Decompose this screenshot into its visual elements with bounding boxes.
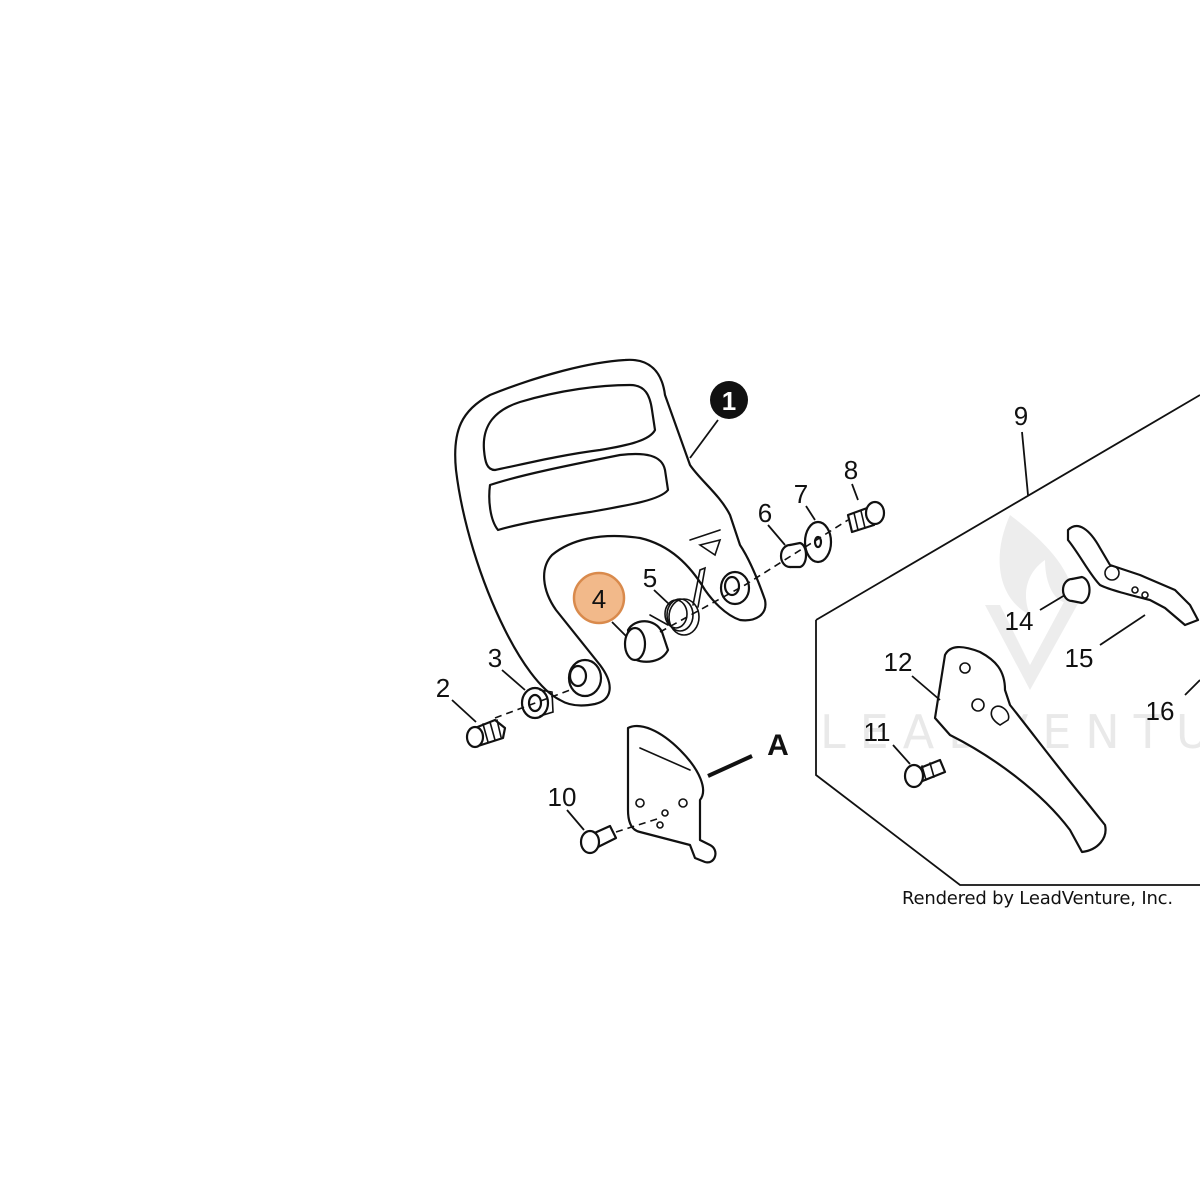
- callout-7[interactable]: 7: [794, 479, 808, 509]
- leader-3: [501, 669, 526, 691]
- bushing-part-14: [1061, 575, 1091, 605]
- chain-catcher-plate-a: [626, 724, 717, 864]
- leader-2: [451, 699, 477, 723]
- callout-a[interactable]: A: [767, 729, 789, 762]
- callout-3[interactable]: 3: [488, 643, 502, 673]
- washer-part-7: [803, 520, 833, 564]
- callout-2[interactable]: 2: [436, 673, 450, 703]
- spring-part-5: [649, 566, 707, 636]
- subassembly-box: [815, 394, 1200, 886]
- leader-11: [892, 744, 911, 765]
- leader-7: [805, 505, 816, 521]
- callout-16[interactable]: 16: [1146, 696, 1175, 726]
- leader-a: [707, 754, 753, 778]
- screw-part-8: [846, 500, 886, 534]
- leader-4: [611, 621, 627, 637]
- callout-14[interactable]: 14: [1005, 606, 1034, 636]
- leader-5: [653, 589, 671, 606]
- leader-14: [1039, 594, 1066, 611]
- leader-12: [911, 675, 941, 701]
- callout-1-badge: [710, 381, 748, 419]
- spacer-part-4: [623, 620, 670, 663]
- callout-8[interactable]: 8: [844, 455, 858, 485]
- assembly-axis-right: [659, 519, 849, 633]
- screw-part-10: [579, 817, 661, 855]
- collar-part-6: [779, 541, 808, 569]
- highlight-ring: [572, 571, 626, 625]
- callout-4[interactable]: 4: [592, 584, 606, 614]
- bolt-part-2: [465, 718, 507, 749]
- leader-16: [1184, 679, 1200, 696]
- screw-part-11: [903, 758, 947, 789]
- leader-8: [851, 483, 859, 501]
- assembly-axis-left: [494, 689, 571, 719]
- callout-12[interactable]: 12: [884, 647, 913, 677]
- callout-6[interactable]: 6: [758, 498, 772, 528]
- render-credit: Rendered by LeadVenture, Inc.: [902, 888, 1173, 909]
- callout-5[interactable]: 5: [643, 563, 657, 593]
- leader-9: [1021, 431, 1029, 496]
- bracket-part-12: [933, 646, 1107, 854]
- leader-1: [689, 419, 719, 459]
- front-handle-guard: [454, 358, 767, 707]
- lever-part-15: [1066, 524, 1200, 627]
- callout-9[interactable]: 9: [1014, 401, 1028, 431]
- leader-15: [1099, 614, 1146, 646]
- leader-10: [566, 809, 585, 831]
- leader-6: [767, 524, 786, 546]
- callout-1[interactable]: 1: [722, 386, 736, 416]
- callout-11[interactable]: 11: [864, 717, 891, 747]
- callout-15[interactable]: 15: [1065, 643, 1094, 673]
- callout-10[interactable]: 10: [548, 782, 577, 812]
